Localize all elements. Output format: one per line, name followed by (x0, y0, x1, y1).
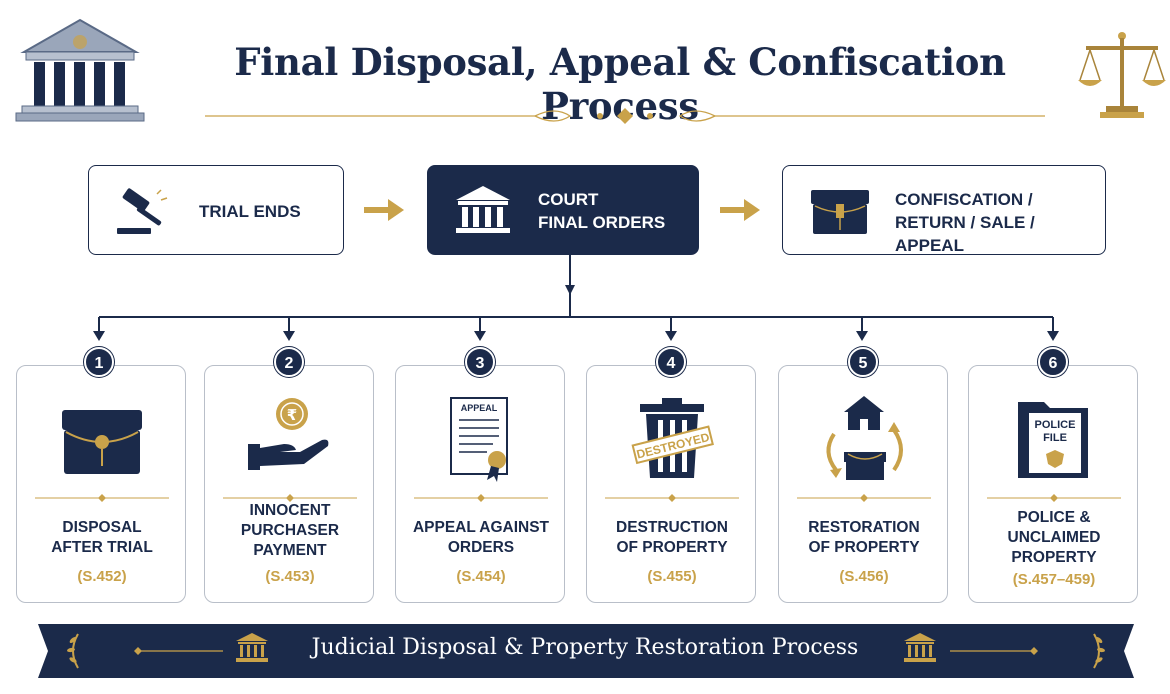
evidence-box-icon (811, 190, 869, 234)
appeal-document-icon: APPEAL (450, 397, 508, 482)
card-police-unclaimed-property: POLICE FILE POLICE & UNCLAIMED PROPERTY … (968, 365, 1138, 603)
flow-step-label-line1: COURT (538, 190, 599, 209)
card-title-line: OF PROPERTY (616, 539, 728, 556)
card-innocent-purchaser: ₹ INNOCENT PURCHASER PAYMENT (S.453) (204, 365, 374, 603)
arrow-right-icon (364, 199, 404, 221)
section-reference: (S.452) (77, 568, 127, 585)
police-file-label-line2: FILE (1043, 432, 1067, 444)
card-title-line: PROPERTY (1011, 549, 1097, 566)
section-reference: (S.454) (456, 568, 506, 585)
card-divider (797, 494, 931, 502)
card-restoration-of-property: RESTORATION OF PROPERTY (S.456) (778, 365, 948, 603)
section-reference: (S.456) (839, 568, 889, 585)
section-reference: (S.457–459) (1012, 571, 1096, 588)
section-reference: (S.453) (265, 568, 315, 585)
card-title-line: DISPOSAL (62, 519, 142, 536)
page-title: Final Disposal, Appeal & Confiscation Pr… (234, 40, 1006, 128)
card-title-line: PAYMENT (253, 542, 327, 559)
card-divider (605, 494, 739, 502)
card-title-line: AFTER TRIAL (51, 539, 153, 556)
flow-step-confiscation: CONFISCATION / RETURN / SALE / APPEAL (782, 165, 1106, 255)
card-title-line: UNCLAIMED (1007, 529, 1101, 546)
flow-step-label-line2: RETURN / SALE / APPEAL (895, 213, 1035, 255)
card-title-line: ORDERS (447, 539, 515, 556)
flow-step-trial-ends: TRIAL ENDS (88, 165, 344, 255)
card-divider (987, 494, 1121, 502)
flow-step-label-line1: CONFISCATION / (895, 190, 1033, 209)
svg-text:₹: ₹ (287, 406, 297, 424)
card-appeal-against-orders: APPEAL APPEAL AGAINST ORDERS (S.454) (395, 365, 565, 603)
title-ornament-divider (205, 108, 1045, 124)
step-number-badge: 6 (1038, 347, 1068, 377)
evidence-box-icon (62, 410, 142, 474)
police-file-label-line1: POLICE (1035, 419, 1076, 431)
courthouse-icon (456, 186, 510, 233)
step-number-badge: 4 (656, 347, 686, 377)
card-destruction-of-property: DESTROYED DESTRUCTION OF PROPERTY (S.455… (586, 365, 756, 603)
card-title-line: DESTRUCTION (616, 519, 728, 536)
card-divider (223, 494, 357, 502)
card-title-line: INNOCENT (249, 502, 331, 519)
flow-connector-lines (93, 255, 1059, 341)
card-title-line: RESTORATION (808, 519, 920, 536)
flow-step-label-line2: FINAL ORDERS (538, 213, 666, 232)
scales-of-justice-icon (1078, 32, 1166, 118)
flow-step-court-final-orders: COURT FINAL ORDERS (427, 165, 699, 255)
gavel-icon (117, 188, 168, 234)
footer-banner-title: Judicial Disposal & Property Restoration… (311, 635, 859, 660)
flow-step-label: TRIAL ENDS (199, 202, 301, 221)
step-number-badge: 1 (84, 347, 114, 377)
police-file-folder-icon: POLICE FILE (1018, 402, 1088, 478)
card-disposal-after-trial: DISPOSAL AFTER TRIAL (S.452) (16, 365, 186, 603)
footer-banner (38, 624, 1134, 678)
hand-rupee-coin-icon: ₹ (248, 398, 329, 470)
step-number-badge: 5 (848, 347, 878, 377)
courthouse-logo-icon (15, 18, 145, 122)
card-title-line: PURCHASER (240, 522, 340, 539)
house-box-cycle-icon (826, 396, 903, 480)
section-reference: (S.455) (647, 568, 697, 585)
card-divider (35, 494, 169, 502)
appeal-document-label: APPEAL (461, 403, 498, 413)
arrow-right-icon (720, 199, 760, 221)
card-title-line: OF PROPERTY (808, 539, 920, 556)
card-title-line: APPEAL AGAINST (412, 519, 550, 536)
step-number-badge: 2 (274, 347, 304, 377)
trash-can-icon: DESTROYED (631, 398, 714, 478)
card-title-line: POLICE & (1017, 509, 1091, 526)
card-divider (414, 494, 548, 502)
step-number-badge: 3 (465, 347, 495, 377)
